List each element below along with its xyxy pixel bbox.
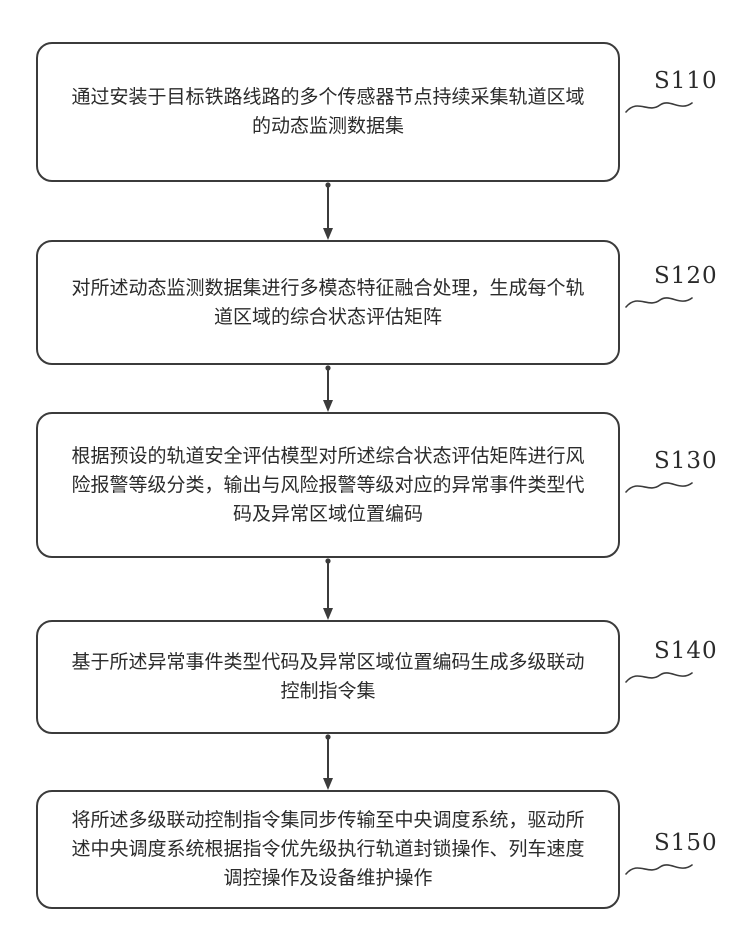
leader-squiggle-s120 xyxy=(625,297,693,308)
flow-arrow-3 xyxy=(323,558,333,620)
flow-step-box-5: 将所述多级联动控制指令集同步传输至中央调度系统，驱动所述中央调度系统根据指令优先… xyxy=(36,790,620,909)
flow-arrow-1 xyxy=(323,182,333,240)
flow-step-text-5: 将所述多级联动控制指令集同步传输至中央调度系统，驱动所述中央调度系统根据指令优先… xyxy=(71,809,585,889)
flow-step-text-3: 根据预设的轨道安全评估模型对所述综合状态评估矩阵进行风险报警等级分类，输出与风险… xyxy=(71,444,585,525)
flow-step-text-1: 通过安装于目标铁路线路的多个传感器节点持续采集轨道区域的动态监测数据集 xyxy=(71,86,585,137)
step-label-s110: S110 xyxy=(654,68,718,94)
step-label-s140: S140 xyxy=(654,638,718,664)
flow-step-box-4: 基于所述异常事件类型代码及异常区域位置编码生成多级联动控制指令集 xyxy=(36,620,620,734)
leader-squiggle-s130 xyxy=(625,482,693,493)
flow-step-box-2: 对所述动态监测数据集进行多模态特征融合处理，生成每个轨道区域的综合状态评估矩阵 xyxy=(36,240,620,365)
leader-squiggle-s110 xyxy=(625,102,693,113)
flow-step-text-4: 基于所述异常事件类型代码及异常区域位置编码生成多级联动控制指令集 xyxy=(71,651,585,702)
step-label-s120: S120 xyxy=(654,263,718,289)
step-label-s150: S150 xyxy=(654,830,718,856)
flow-arrow-2 xyxy=(323,365,333,412)
flow-step-box-3: 根据预设的轨道安全评估模型对所述综合状态评估矩阵进行风险报警等级分类，输出与风险… xyxy=(36,412,620,558)
flow-step-text-2: 对所述动态监测数据集进行多模态特征融合处理，生成每个轨道区域的综合状态评估矩阵 xyxy=(71,276,585,328)
leader-squiggle-s140 xyxy=(625,672,693,683)
leader-squiggle-s150 xyxy=(625,864,693,875)
flow-arrow-4 xyxy=(323,734,333,790)
flow-step-box-1: 通过安装于目标铁路线路的多个传感器节点持续采集轨道区域的动态监测数据集 xyxy=(36,42,620,182)
step-label-s130: S130 xyxy=(654,448,718,474)
